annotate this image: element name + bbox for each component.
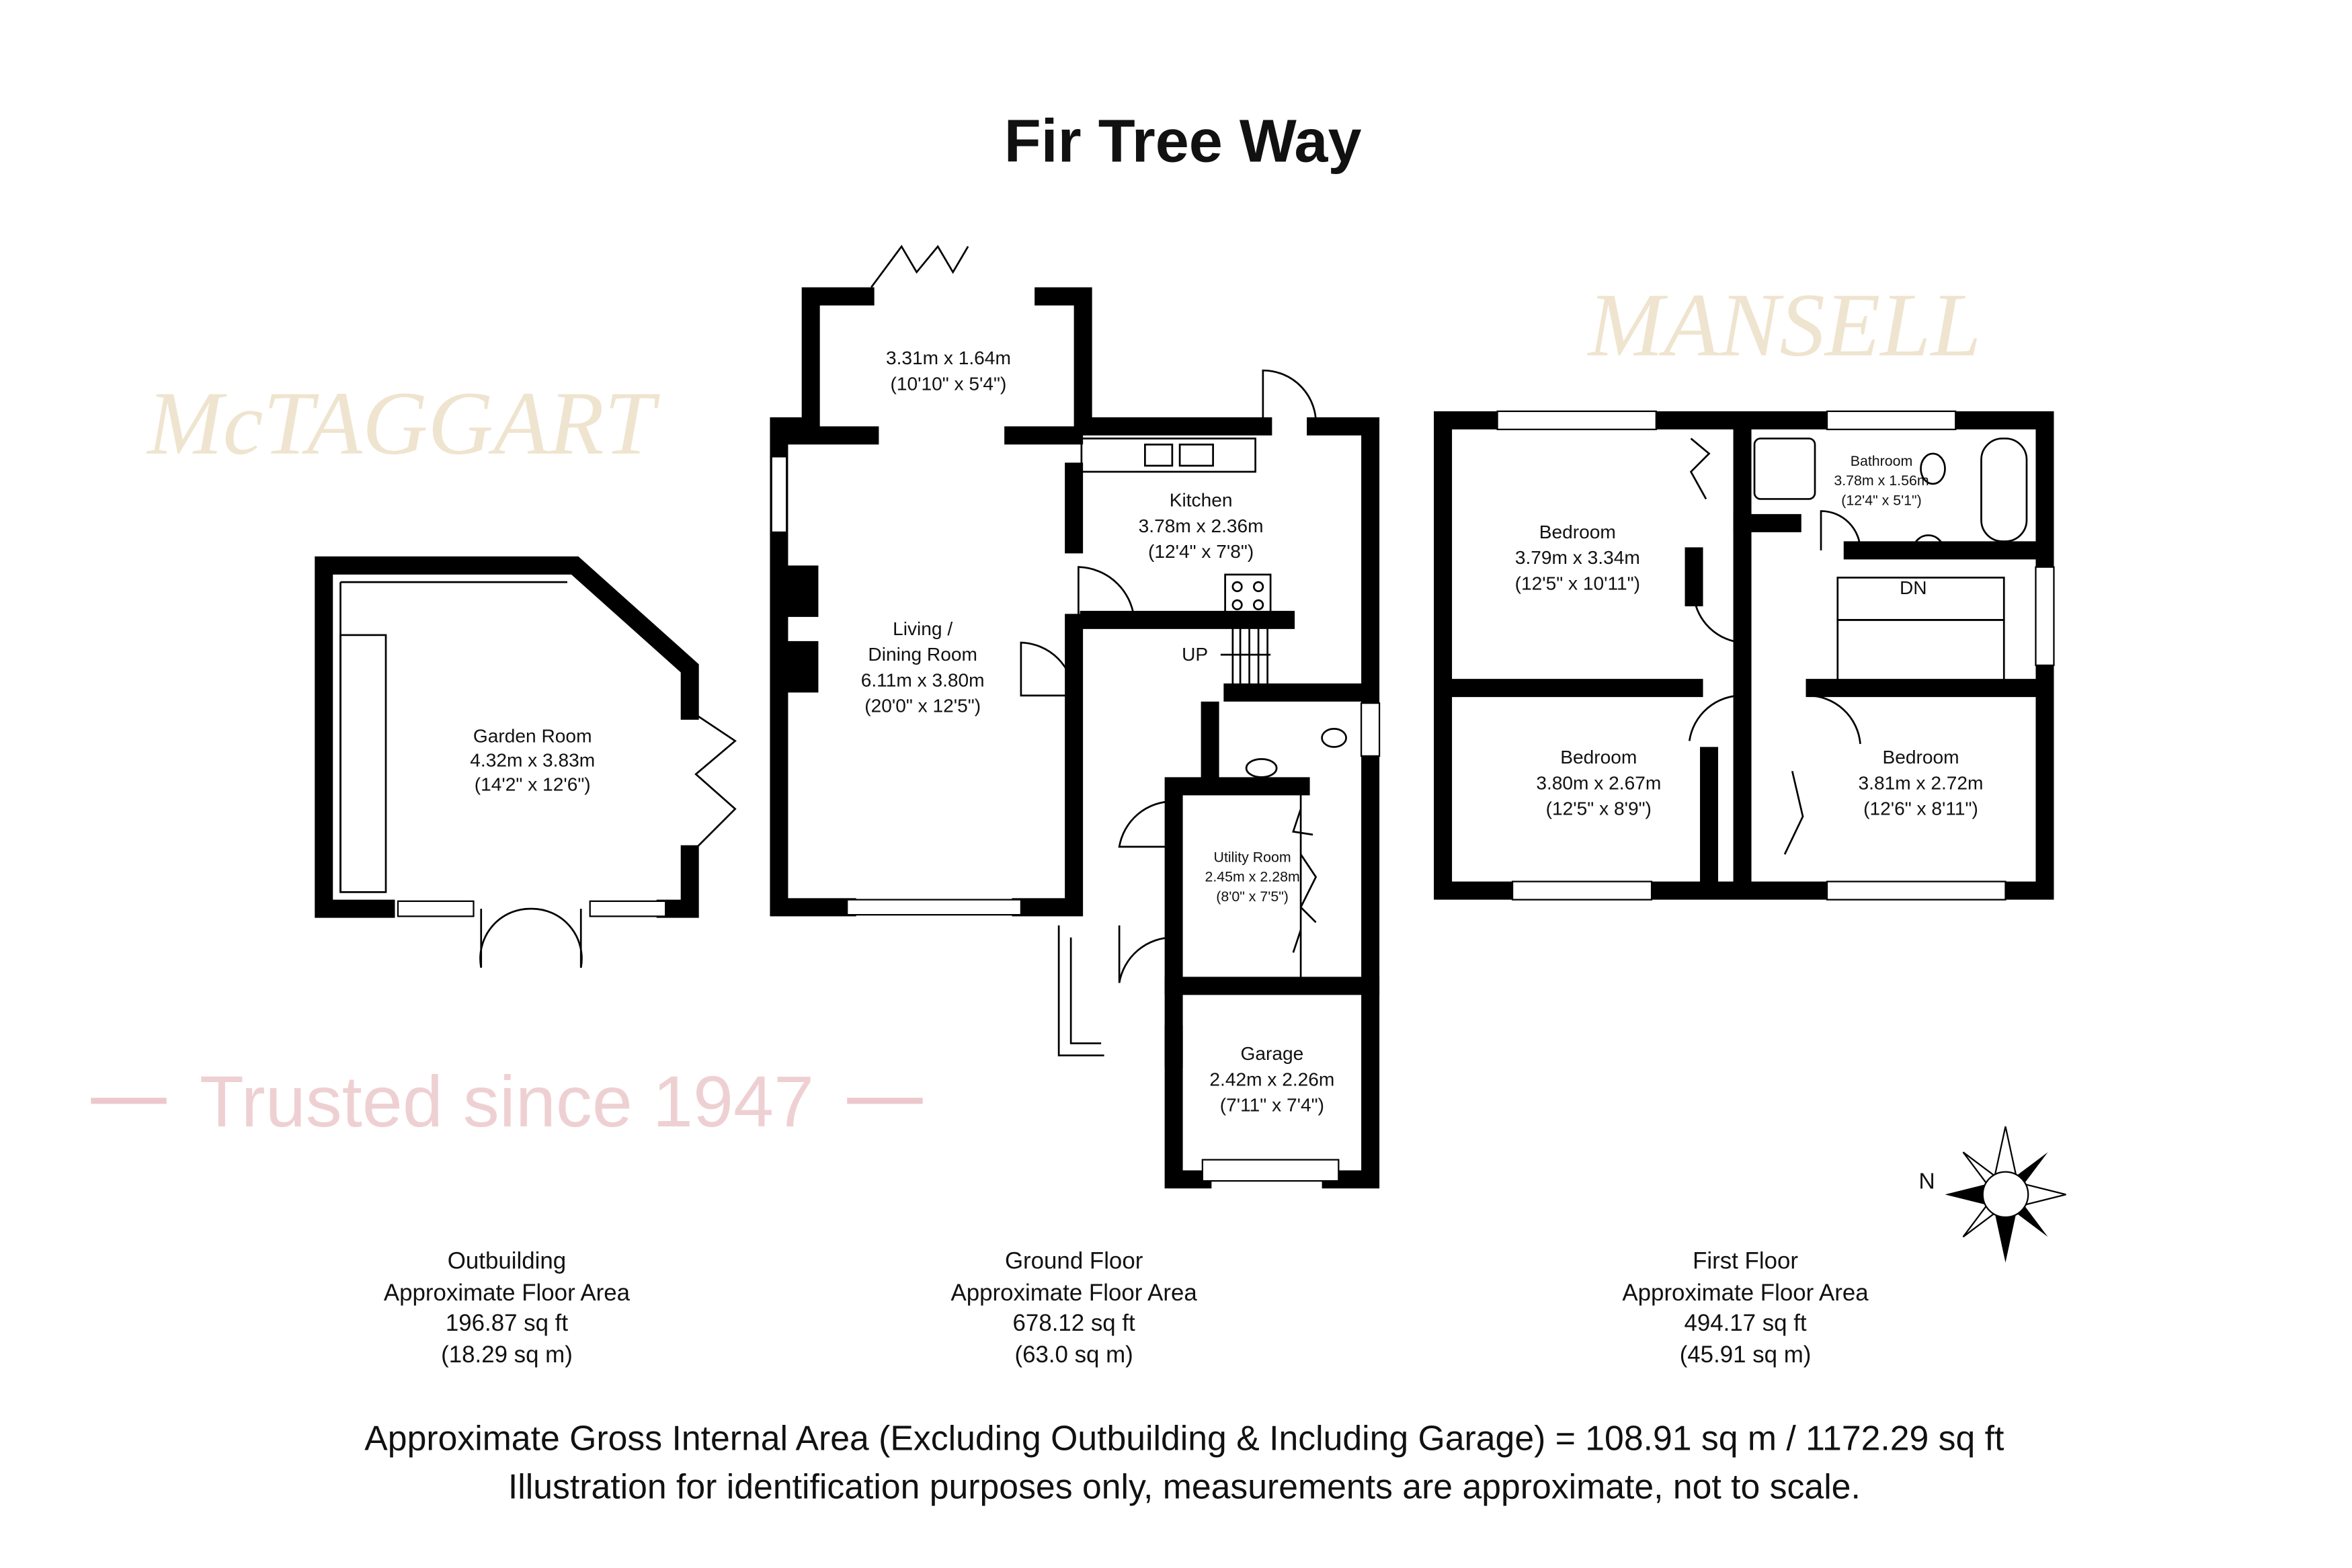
area-first-floor: First Floor Approximate Floor Area 494.1… [1622, 1248, 1869, 1368]
garden-room-imperial: (14'2" x 12'6") [475, 774, 591, 795]
area-sqft: 678.12 sq ft [1013, 1310, 1135, 1336]
bedroom2-imperial: (12'5" x 8'9") [1546, 798, 1652, 819]
extension-imperial: (10'10" x 5'4") [890, 373, 1006, 394]
bedroom3-imperial: (12'6" x 8'11") [1863, 798, 1978, 819]
area-label: Approximate Floor Area [1622, 1280, 1869, 1306]
utility-name: Utility Room [1214, 849, 1291, 865]
living-imperial: (20'0" x 12'5") [864, 696, 981, 716]
bedroom1-name: Bedroom [1539, 522, 1616, 542]
area-sqft: 196.87 sq ft [446, 1310, 568, 1336]
ground-floor-plan: 3.31m x 1.64m (10'10" x 5'4") Living / D… [770, 245, 1381, 1189]
watermark-line1: MANSELL [1587, 276, 1982, 376]
area-name: First Floor [1693, 1248, 1798, 1274]
watermark: MANSELL McTAGGART Trusted since 1947 [91, 276, 1982, 1142]
area-name: Outbuilding [448, 1248, 566, 1274]
compass-north-label: N [1918, 1168, 1935, 1194]
living-metric: 6.11m x 3.80m [861, 669, 985, 690]
garage-name: Garage [1240, 1043, 1303, 1064]
bedroom2-name: Bedroom [1560, 747, 1637, 768]
area-sqm: (18.29 sq m) [441, 1342, 573, 1368]
bathroom-name: Bathroom [1851, 453, 1913, 469]
living-name-1: Living / [893, 618, 952, 639]
bathroom-imperial: (12'4" x 5'1") [1841, 492, 1922, 508]
bathroom-metric: 3.78m x 1.56m [1834, 472, 1929, 489]
watermark-line2: McTAGGART [146, 374, 661, 474]
garage-imperial: (7'11" x 7'4") [1220, 1095, 1324, 1116]
area-name: Ground Floor [1005, 1248, 1143, 1274]
living-name-2: Dining Room [868, 644, 977, 665]
extension-metric: 3.31m x 1.64m [886, 347, 1011, 368]
gross-area-note: Approximate Gross Internal Area (Excludi… [364, 1419, 2004, 1458]
area-sqft: 494.17 sq ft [1684, 1310, 1806, 1336]
bedroom3-name: Bedroom [1882, 747, 1959, 768]
stairs-up-label: UP [1182, 644, 1208, 665]
garden-room-name: Garden Room [473, 726, 592, 747]
bedroom1-imperial: (12'5" x 10'11") [1515, 573, 1640, 593]
bedroom1-metric: 3.79m x 3.34m [1515, 547, 1640, 568]
utility-imperial: (8'0" x 7'5") [1216, 889, 1289, 905]
area-ground-floor: Ground Floor Approximate Floor Area 678.… [951, 1248, 1198, 1368]
bedroom3-metric: 3.81m x 2.72m [1859, 772, 1984, 793]
area-sqm: (45.91 sq m) [1680, 1342, 1812, 1368]
first-floor-plan: DN Bedroom 3.79m x 3.34m (12'5" x 10'11"… [1434, 410, 2055, 901]
watermark-tagline: Trusted since 1947 [200, 1061, 814, 1142]
bedroom2-metric: 3.80m x 2.67m [1536, 772, 1661, 793]
kitchen-imperial: (12'4" x 7'8") [1148, 541, 1254, 562]
kitchen-metric: 3.78m x 2.36m [1139, 515, 1264, 536]
stairs-down-label: DN [1900, 577, 1927, 598]
garden-room-metric: 4.32m x 3.83m [470, 750, 595, 771]
outbuilding-plan: Garden Room 4.32m x 3.83m (14'2" x 12'6"… [315, 556, 737, 968]
area-label: Approximate Floor Area [951, 1280, 1198, 1306]
garage-metric: 2.42m x 2.26m [1209, 1069, 1334, 1089]
kitchen-name: Kitchen [1170, 490, 1233, 511]
area-sqm: (63.0 sq m) [1014, 1342, 1133, 1368]
plan-title: Fir Tree Way [1004, 108, 1362, 175]
compass-rose-icon: N [1918, 1126, 2066, 1263]
disclaimer: Illustration for identification purposes… [508, 1467, 1861, 1506]
area-outbuilding: Outbuilding Approximate Floor Area 196.8… [384, 1248, 631, 1368]
utility-metric: 2.45m x 2.28m [1205, 869, 1299, 885]
area-label: Approximate Floor Area [384, 1280, 631, 1306]
